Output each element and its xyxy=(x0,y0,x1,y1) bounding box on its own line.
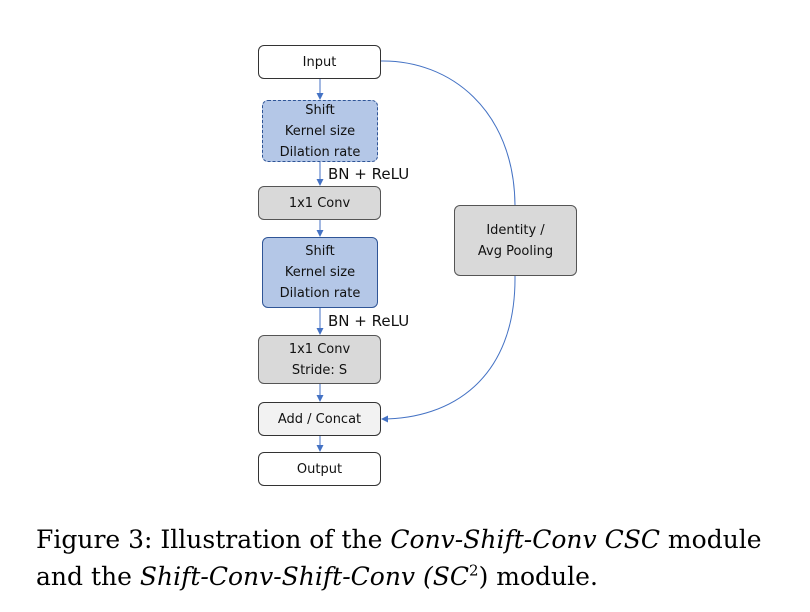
conv-label: 1x1 Conv xyxy=(288,341,351,357)
kernel-size-label: Kernel size xyxy=(284,123,356,139)
caption-sc2-name: Shift-Conv-Shift-Conv xyxy=(139,562,416,591)
input-label: Input xyxy=(302,54,337,70)
conv-node-2: 1x1 Conv Stride: S xyxy=(258,335,381,384)
figure-caption: Figure 3: Illustration of the Conv-Shift… xyxy=(36,521,806,595)
identity-label: Identity / xyxy=(486,222,545,238)
caption-sc2-abbr-close: ) xyxy=(478,562,489,591)
caption-csc-name: Conv-Shift-Conv xyxy=(390,525,597,554)
dilation-rate-label: Dilation rate xyxy=(279,286,361,301)
caption-line2-prefix: and the xyxy=(36,562,140,591)
stride-label: Stride: S xyxy=(291,362,348,378)
caption-suffix: module. xyxy=(488,562,598,591)
output-node: Output xyxy=(258,452,381,486)
dilation-rate-label: Dilation rate xyxy=(279,144,361,160)
caption-prefix: Figure 3: Illustration of the xyxy=(36,525,391,554)
conv-node-1: 1x1 Conv xyxy=(258,186,381,220)
skip-path-to-identity xyxy=(380,60,516,206)
shift-label: Shift xyxy=(305,244,335,259)
avg-pooling-label: Avg Pooling xyxy=(477,243,554,259)
shift-label: Shift xyxy=(305,102,335,118)
bn-relu-label-1: BN + ReLU xyxy=(328,165,410,183)
add-concat-node: Add / Concat xyxy=(258,402,381,436)
caption-middle: module xyxy=(659,525,762,554)
conv-label: 1x1 Conv xyxy=(288,195,351,211)
bn-relu-label-2: BN + ReLU xyxy=(328,312,410,330)
output-label: Output xyxy=(296,461,343,477)
add-concat-label: Add / Concat xyxy=(277,411,362,427)
input-node: Input xyxy=(258,45,381,79)
shift-node-1: Shift Kernel size Dilation rate xyxy=(262,100,378,162)
identity-pooling-node: Identity / Avg Pooling xyxy=(454,205,577,276)
caption-csc-abbr: CSC xyxy=(604,525,660,554)
shift-node-2: Shift Kernel size Dilation rate xyxy=(262,237,378,308)
caption-sc2-sup: 2 xyxy=(469,561,479,580)
caption-sc2-abbr-open: (SC xyxy=(423,562,470,591)
skip-path-from-identity xyxy=(381,275,516,423)
kernel-size-label: Kernel size xyxy=(284,265,356,280)
